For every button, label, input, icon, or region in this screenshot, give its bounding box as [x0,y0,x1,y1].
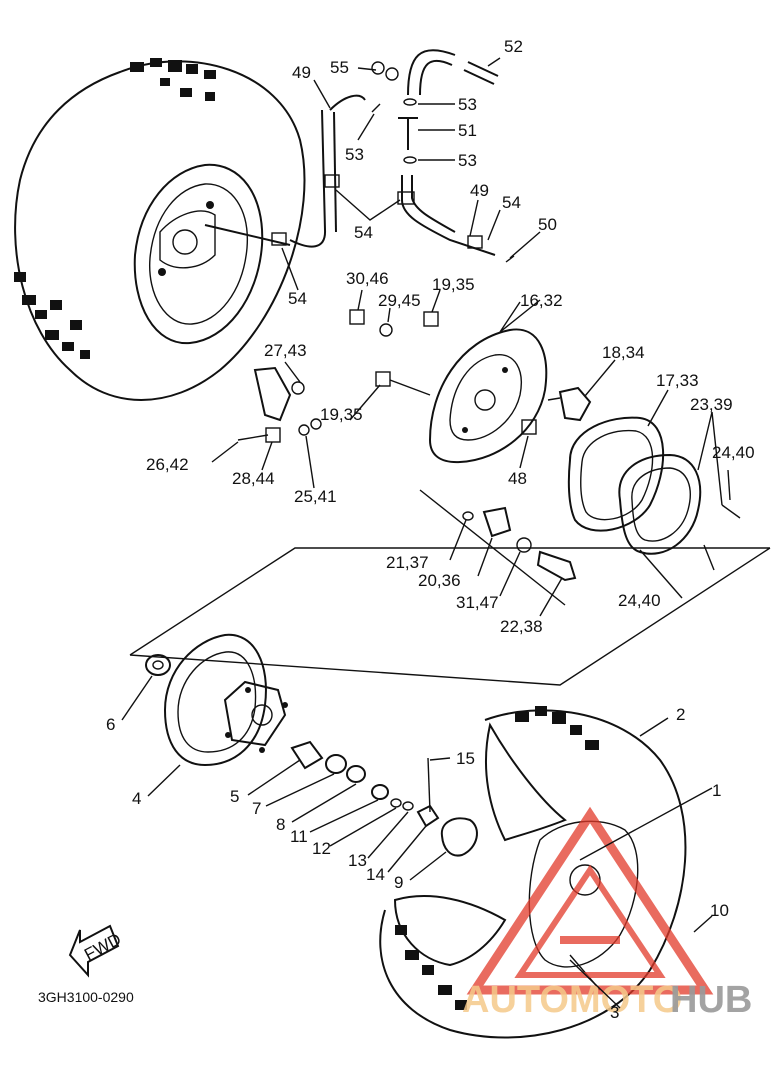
callout-9: 9 [394,873,403,892]
assembly-boundary-lines [129,489,771,686]
callout-50: 50 [538,215,557,234]
callout-53: 53 [458,151,477,170]
callout-14: 14 [366,865,385,884]
fwd-arrow: FWD [68,924,124,978]
callout-8: 8 [276,815,285,834]
callout-11: 11 [290,827,308,846]
callout-54: 54 [288,289,307,308]
callout-3: 3 [610,1003,619,1022]
callout-15: 15 [456,749,475,768]
front-tire-tread [395,706,599,1010]
callout-24-40: 24,40 [712,443,755,462]
callout-25-41: 25,41 [294,487,337,506]
callout-49: 49 [470,181,489,200]
callout-22-38: 22,38 [500,617,543,636]
callout-12: 12 [312,839,331,858]
callout-27-43: 27,43 [264,341,307,360]
diagram-code: 3GH3100-0290 [38,989,134,1005]
callout-55: 55 [330,58,349,77]
callout-5: 5 [230,787,239,806]
callout-29-45: 29,45 [378,291,421,310]
upper-tire [14,58,306,401]
leader-lines [121,57,731,1009]
callout-7: 7 [252,799,261,818]
brake-cam-parts [462,506,577,582]
callout-4: 4 [132,789,141,808]
callout-6: 6 [106,715,115,734]
callout-30-46: 30,46 [346,269,389,288]
callout-28-44: 28,44 [232,469,275,488]
breather-hoses [204,49,515,263]
callout-19-35: 19,35 [320,405,363,424]
brake-shoes [618,453,741,571]
callout-16-32: 16,32 [520,291,563,310]
callout-53: 53 [458,95,477,114]
callout-1: 1 [712,781,721,800]
callout-17-33: 17,33 [656,371,699,390]
callout-18-34: 18,34 [602,343,645,362]
callout-labels: 52 55 49 53 51 53 53 49 54 50 54 54 30,4… [106,37,755,1022]
brake-drum [567,416,665,532]
upper-tire-tread [14,58,216,359]
triangle-logo-icon [466,806,714,995]
fwd-label: FWD [81,930,124,965]
callout-2: 2 [676,705,685,724]
callout-54: 54 [354,223,373,242]
brake-panel [237,309,592,464]
callout-26-42: 26,42 [146,455,189,474]
callout-54: 54 [502,193,521,212]
callout-23-39: 23,39 [690,395,733,414]
callout-13: 13 [348,851,367,870]
callout-31-47: 31,47 [456,593,499,612]
callout-52: 52 [504,37,523,56]
callout-20-36: 20,36 [418,571,461,590]
callout-49: 49 [292,63,311,82]
watermark-hub: HUB [670,979,752,1021]
watermark-automoto: AUTOMOTO [462,979,682,1021]
callout-53: 53 [345,145,364,164]
automotohub-watermark: AUTOMOTO HUB [462,806,752,1021]
callout-24-40: 24,40 [618,591,661,610]
callout-19-35: 19,35 [432,275,475,294]
callout-48: 48 [508,469,527,488]
callout-51: 51 [458,121,477,140]
callout-10: 10 [710,901,729,920]
wheel-hub [145,633,478,857]
callout-21-37: 21,37 [386,553,429,572]
